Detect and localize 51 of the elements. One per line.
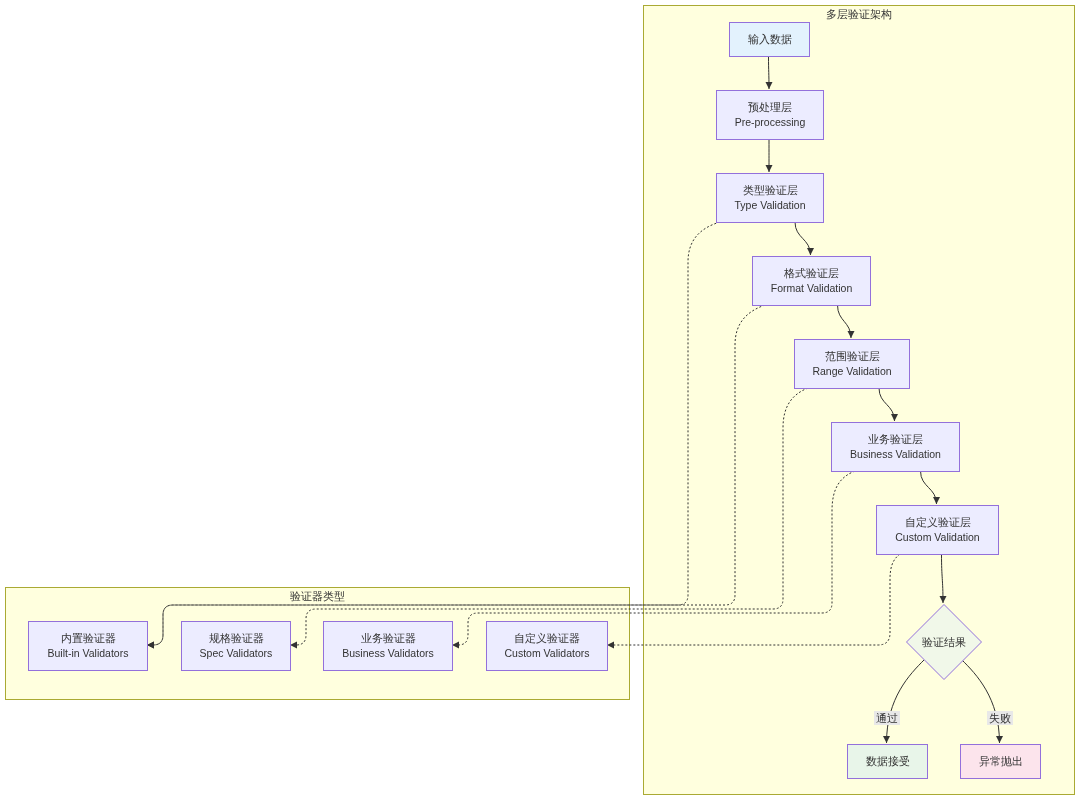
box-label: 输入数据: [747, 32, 792, 47]
box-title: 自定义验证器: [514, 631, 580, 646]
group-title: 多层验证架构: [826, 7, 892, 21]
edge-label: 通过: [873, 711, 900, 725]
box-label: 异常抛出: [978, 754, 1023, 769]
box-subtitle: Business Validators: [342, 646, 434, 661]
validator-box: [323, 621, 453, 671]
box-subtitle: Type Validation: [734, 198, 806, 213]
arrow: [765, 55, 773, 90]
group-panel: [5, 587, 630, 700]
process-box: [752, 256, 871, 306]
process-box: [794, 339, 910, 389]
box-subtitle: Business Validation: [850, 447, 941, 462]
arrow: [939, 553, 947, 604]
arrow: [794, 221, 814, 256]
box-subtitle: Custom Validation: [895, 530, 980, 545]
box-label: 数据接受: [865, 754, 910, 769]
box-title: 规格验证器: [208, 631, 264, 646]
arrow: [920, 470, 940, 505]
box-subtitle: Format Validation: [770, 281, 853, 296]
result-box: [847, 744, 928, 779]
decision-diamond: [906, 604, 982, 680]
process-box: [831, 422, 960, 472]
diamond-label: 验证结果: [922, 634, 966, 650]
result-box: [960, 744, 1041, 779]
box-title: 内置验证器: [60, 631, 116, 646]
box-subtitle: Spec Validators: [199, 646, 273, 661]
edge-label: 失败: [986, 711, 1013, 725]
box-title: 自定义验证层: [904, 515, 971, 530]
box-subtitle: Pre-processing: [734, 115, 806, 130]
box-title: 范围验证层: [824, 349, 880, 364]
arrow: [765, 138, 773, 173]
box-subtitle: Range Validation: [812, 364, 892, 379]
box-title: 类型验证层: [742, 183, 798, 198]
group-panel: [643, 5, 1075, 795]
box-title: 格式验证层: [784, 266, 839, 281]
process-box: [716, 173, 824, 223]
process-box: [729, 22, 810, 57]
box-subtitle: Built-in Validators: [47, 646, 129, 661]
arrow: [837, 304, 854, 339]
arrow: [878, 387, 898, 422]
box-title: 业务验证层: [868, 432, 923, 447]
validator-box: [486, 621, 608, 671]
process-box: [876, 505, 999, 555]
process-box: [716, 90, 824, 140]
validator-box: [181, 621, 291, 671]
group-title: 验证器类型: [290, 589, 345, 603]
box-subtitle: Custom Validators: [504, 646, 590, 661]
box-title: 业务验证器: [360, 631, 416, 646]
validator-box: [28, 621, 148, 671]
box-title: 预处理层: [748, 100, 792, 115]
